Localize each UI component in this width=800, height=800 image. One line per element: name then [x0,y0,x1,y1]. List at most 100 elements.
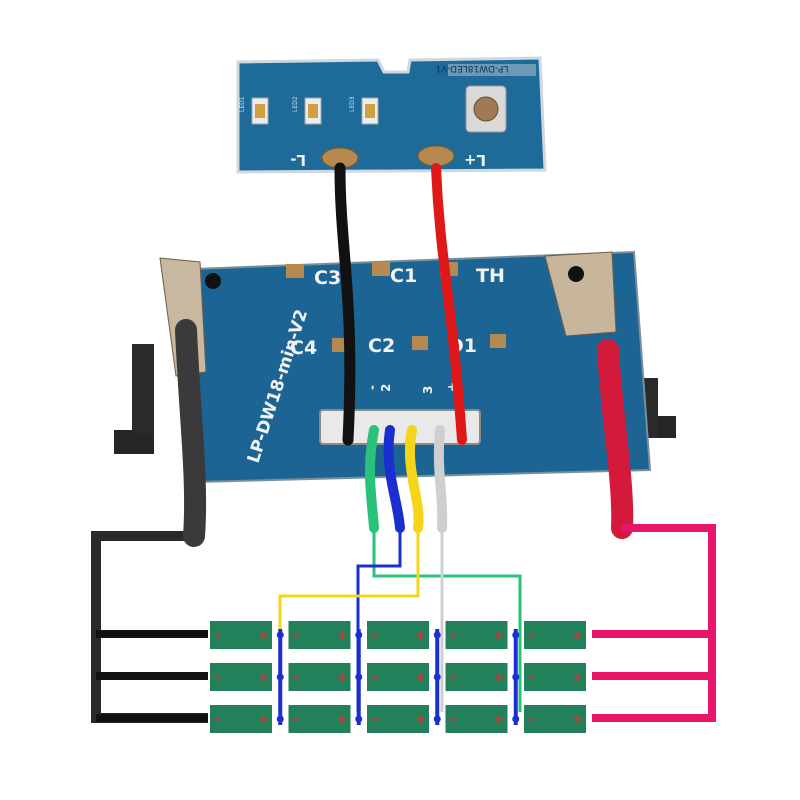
led-board-part-label: LP-DW18LED-V1 [435,63,508,73]
battery-cell: -+ [367,621,429,649]
cell-body [288,705,351,733]
cell-body [288,663,351,691]
cell-negative-label: - [370,710,379,728]
cell-positive-label: + [573,710,582,728]
cell-negative-label: - [370,626,379,644]
battery-cell: -+ [210,621,272,649]
main-board: LP-DW18-min-V2 C3 C1 TH C4 C2 D1 - 2 3 + [114,250,676,484]
cell-positive-label: + [259,626,268,644]
cell-positive-label: + [495,668,504,686]
battery-cell: -+ [445,621,508,649]
led-black-wire [334,162,356,446]
cell-positive-label: + [416,626,425,644]
connector-label-pos: + [445,382,459,392]
cell-body [210,663,272,691]
cell-body [210,705,272,733]
cell-negative-label: - [292,710,301,728]
cell-negative-label: - [213,710,222,728]
led-pos-label: L+ [464,151,486,169]
cell-negative-label: - [449,626,458,644]
series-junction [276,715,284,723]
cell-negative-label: - [213,668,222,686]
led-board: LP-DW18LED-V1 LED1 LED2 LED3 L- L+ [236,56,547,174]
cell-positive-label: + [338,668,347,686]
led-3 [361,97,379,125]
tap-green-wire [372,528,522,712]
cell-positive-label: + [416,710,425,728]
cell-body [367,705,429,733]
cell-positive-label: + [338,626,347,644]
cell-body [288,621,351,649]
battery-cell: -+ [367,663,429,691]
led3-label: LED3 [349,96,356,112]
led-2 [304,97,322,125]
cell-positive-label: + [495,710,504,728]
series-junction [433,631,441,639]
cell-body [524,705,586,733]
cell-negative-label: - [370,668,379,686]
led-neg-label: L- [290,151,306,169]
component-c2: C2 [368,335,395,357]
series-junction [433,715,441,723]
cell-positive-label: + [573,668,582,686]
battery-cell: -+ [288,705,351,733]
series-links [276,629,520,725]
component-th: TH [476,265,505,287]
cell-positive-label: + [259,710,268,728]
cell-positive-label: + [416,668,425,686]
series-junction [276,673,284,681]
cell-body [367,621,429,649]
led1-label: LED1 [239,96,246,112]
led-1 [251,97,269,125]
series-junction [512,631,520,639]
cell-body [445,621,508,649]
battery-pack: -+-+-+-+-+-+-+-+-+-+-+-+-+-+-+ [210,621,586,733]
led-wires [334,162,467,446]
battery-cell: -+ [210,705,272,733]
series-junction [512,715,520,723]
cell-body [210,621,272,649]
cell-body [524,621,586,649]
component-c1: C1 [390,265,417,287]
battery-cell: -+ [367,705,429,733]
series-junction [355,673,363,681]
positive-main-lead [592,524,716,722]
cell-negative-label: - [449,710,458,728]
led-red-wire [431,163,467,445]
battery-cell: -+ [524,705,586,733]
series-junction [276,631,284,639]
connector-label-3: 3 [421,386,435,394]
series-junction [433,673,441,681]
cell-negative-label: - [292,626,301,644]
battery-cell: -+ [524,621,586,649]
cell-body [524,663,586,691]
connector-label-2: 2 [379,384,393,392]
component-c4: C4 [290,337,317,359]
battery-cell: -+ [524,663,586,691]
series-junction [355,631,363,639]
cell-body [445,663,508,691]
battery-cell: -+ [288,663,351,691]
battery-cell: -+ [445,705,508,733]
battery-cell: -+ [288,621,351,649]
cell-negative-label: - [527,626,536,644]
led2-label: LED2 [292,96,299,112]
cell-positive-label: + [573,626,582,644]
cell-negative-label: - [527,710,536,728]
cell-negative-label: - [213,626,222,644]
battery-cell: -+ [210,663,272,691]
cell-body [367,663,429,691]
battery-cell: -+ [445,663,508,691]
cell-negative-label: - [292,668,301,686]
cell-body [445,705,508,733]
push-button [465,85,507,133]
cell-positive-label: + [495,626,504,644]
component-c3: C3 [314,267,341,289]
series-junction [512,673,520,681]
pack-leads [91,319,716,723]
cell-positive-label: + [338,710,347,728]
cell-negative-label: - [449,668,458,686]
cell-positive-label: + [259,668,268,686]
series-junction [355,715,363,723]
